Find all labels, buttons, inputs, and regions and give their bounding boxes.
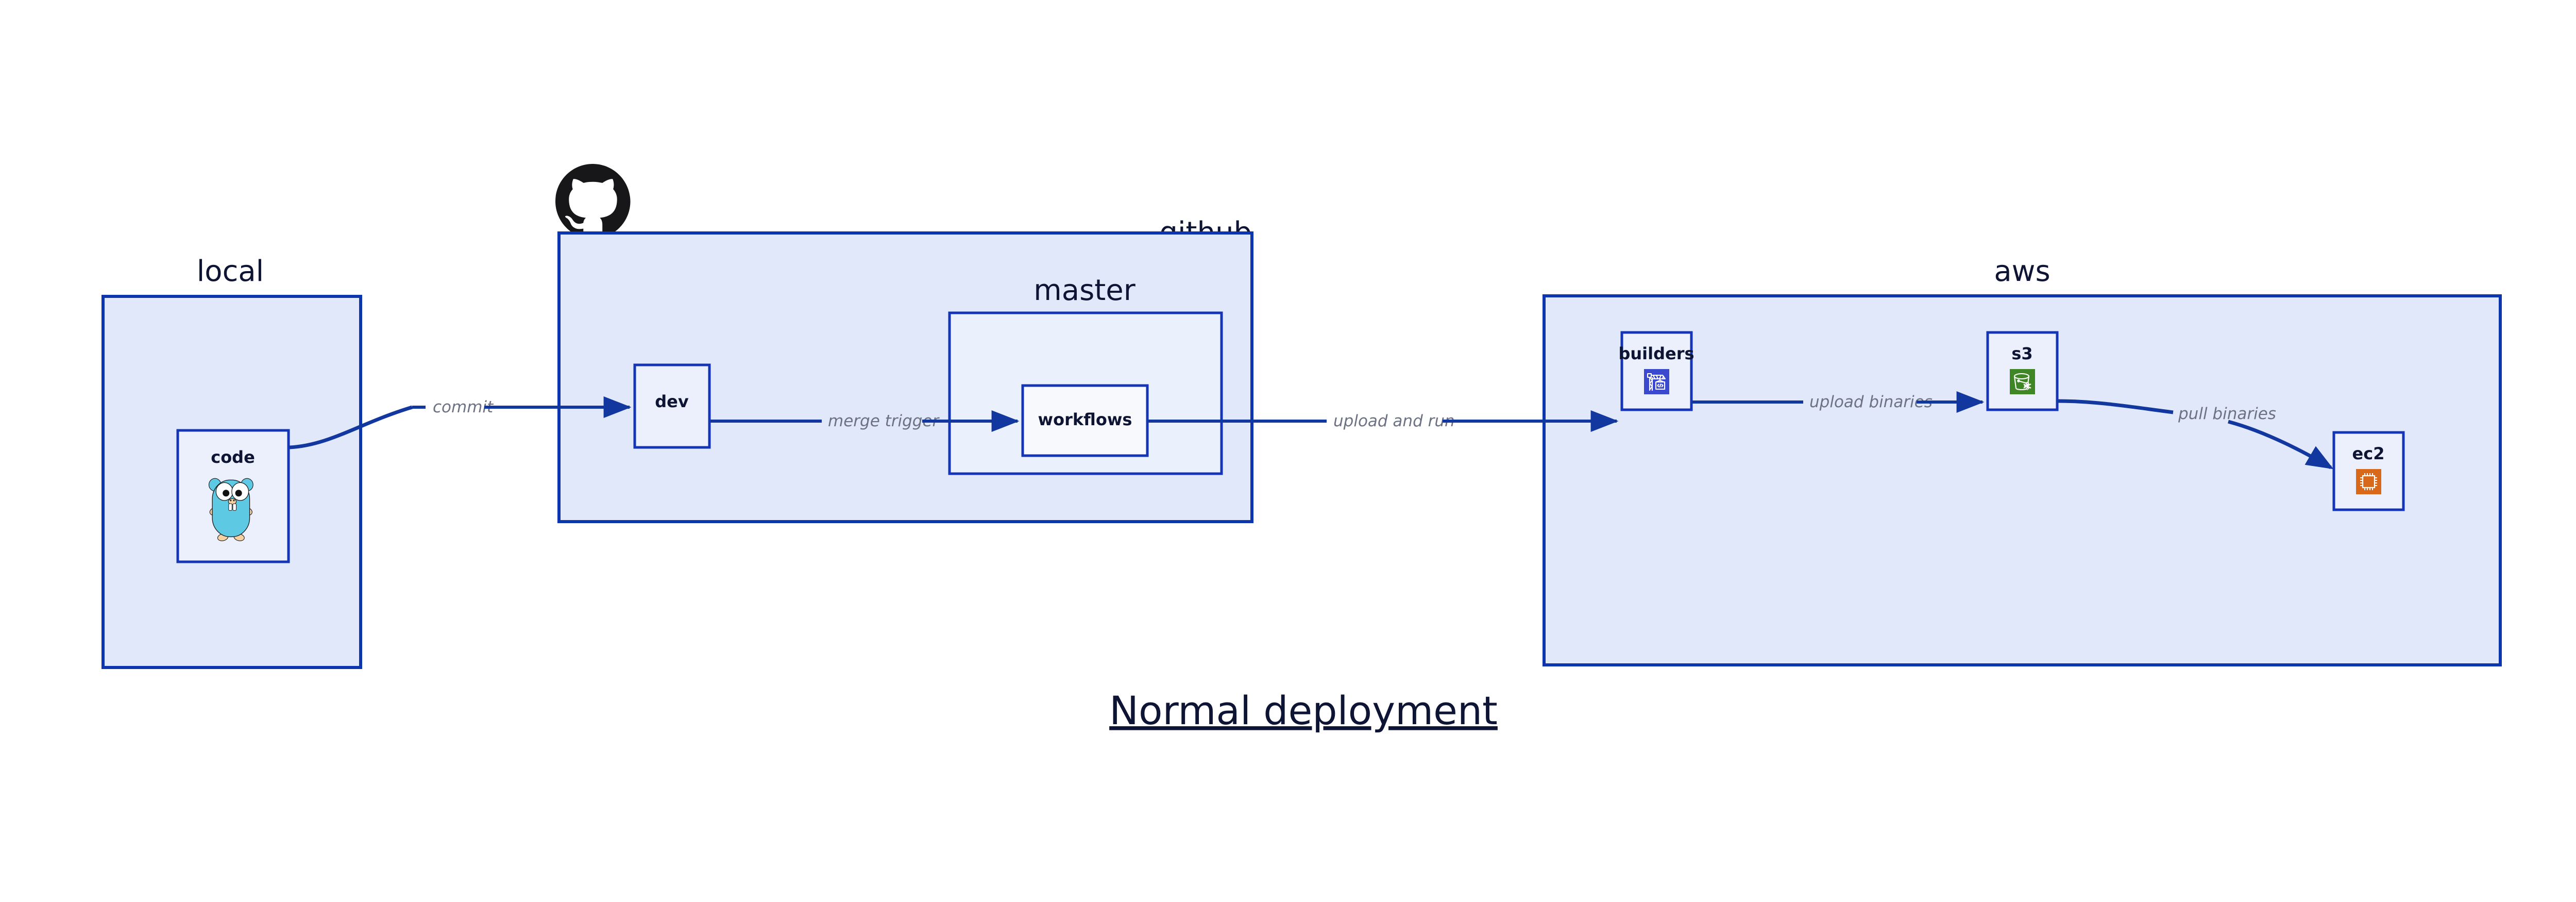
edge-pull-binaries: pull binaries [2057,399,2334,470]
edge-merge-trigger: merge trigger [709,410,1020,432]
node-dev[interactable]: dev [633,363,711,449]
group-master: master workflows [948,274,1223,475]
node-s3[interactable]: s3 [1986,331,2059,411]
node-label-dev: dev [655,392,689,411]
group-label-local: local [197,255,264,288]
group-label-master: master [1033,274,1136,307]
go-gopher-icon [208,478,253,541]
node-code[interactable]: code [176,429,290,563]
node-label-code: code [211,447,255,467]
edge-label-pull-binaries: pull binaries [2178,405,2276,423]
edge-label-merge-trigger: merge trigger [828,412,940,430]
edge-commit: commit [289,396,632,449]
edge-upload-binaries: upload binaries [1691,391,1985,413]
github-octocat-icon [555,164,631,237]
node-ec2[interactable]: ec2 [2332,431,2405,511]
edge-upload-and-run: upload and run [1147,410,1619,432]
node-label-ec2: ec2 [2352,444,2385,463]
edges-layer: commit merge trigger upload and run uplo… [289,391,2334,470]
aws-ec2-chip-icon [2356,469,2381,494]
edge-label-upload-binaries: upload binaries [1809,393,1933,411]
aws-codebuild-icon [1644,369,1669,394]
edge-pull-binaries-curve-a [2057,399,2174,414]
node-label-builders: builders [1618,344,1694,363]
edge-label-upload-and-run: upload and run [1333,412,1455,430]
edge-label-commit: commit [433,398,494,416]
group-local: local code [101,255,362,669]
node-label-workflows: workflows [1038,410,1132,429]
group-label-aws: aws [1994,255,2050,288]
page-title: Normal deployment [1109,688,1498,733]
edge-pull-binaries-curve-b [2228,420,2334,470]
node-label-s3: s3 [2011,344,2032,363]
edge-commit-curve [289,405,413,449]
group-github: github dev master workflows [555,164,1253,523]
node-dev-box[interactable] [633,363,711,449]
aws-s3-bucket-icon [2010,369,2035,394]
node-builders[interactable]: builders [1618,331,1694,411]
node-workflows-box[interactable] [1021,384,1149,457]
group-aws: aws builders [1543,255,2502,666]
node-workflows[interactable]: workflows [1021,384,1149,457]
